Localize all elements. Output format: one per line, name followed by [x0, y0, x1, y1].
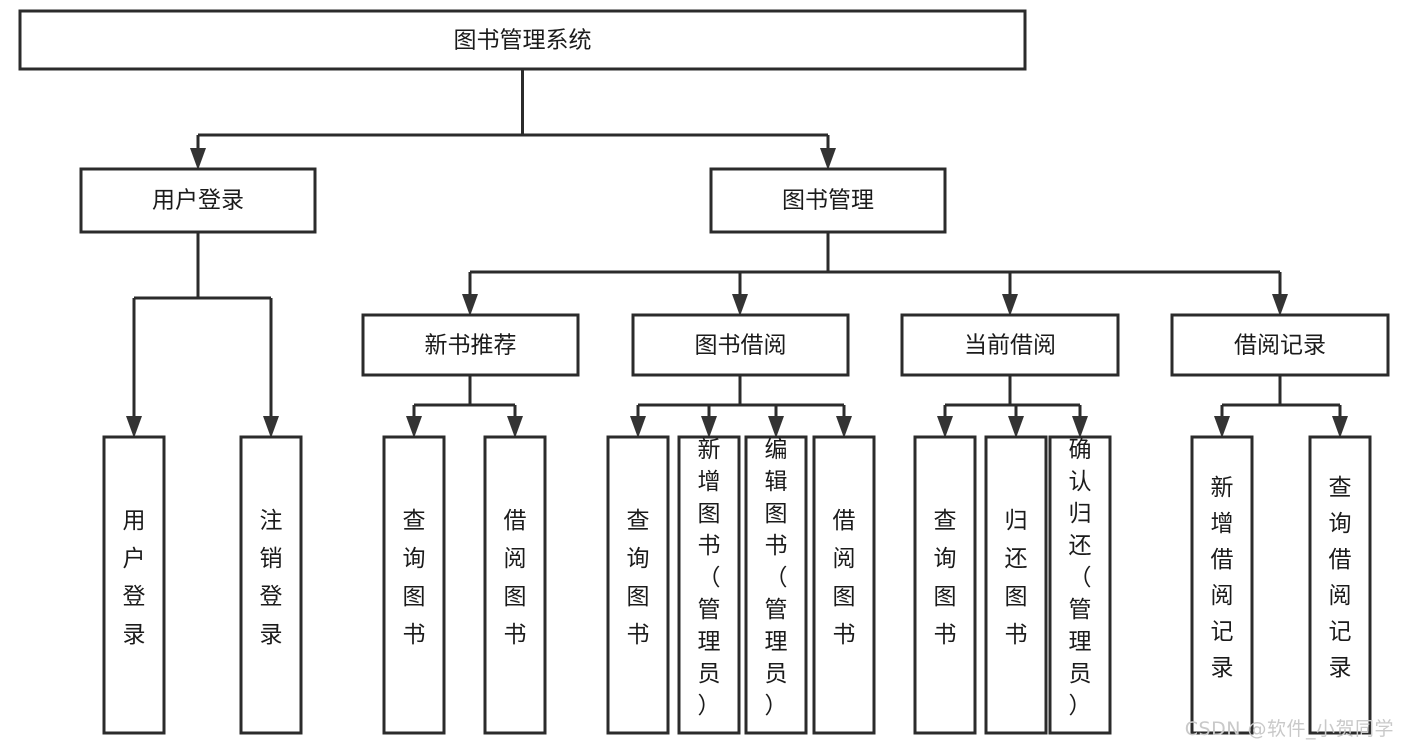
- arrow-down-icon: [1272, 294, 1288, 316]
- connector-newbook-trunk: [412, 375, 517, 420]
- leaf-node[interactable]: 借阅图书: [483, 435, 547, 735]
- leaf-node[interactable]: 注销登录: [239, 435, 303, 735]
- leaf-node-box[interactable]: [239, 435, 303, 735]
- connector-bookmgmt-trunk: [468, 232, 1282, 298]
- node-new-book-recommend-box[interactable]: [361, 313, 580, 377]
- leaf-node[interactable]: 查询图书: [913, 435, 977, 735]
- arrow-down-icon: [732, 294, 748, 316]
- arrow-down-icon: [836, 416, 852, 438]
- arrow-down-icon: [126, 416, 142, 438]
- leaf-node-label: 新增借阅记录: [1211, 475, 1234, 681]
- node-book-management-box[interactable]: [709, 167, 947, 234]
- node-book-management[interactable]: 图书管理: [709, 167, 947, 234]
- leaf-node-box[interactable]: [102, 435, 166, 735]
- connector-userlogin-trunk: [132, 232, 273, 420]
- node-user-login-box[interactable]: [79, 167, 317, 234]
- leaf-node-label: 查询图书: [627, 508, 650, 648]
- node-current-borrow-label: 当前借阅: [964, 333, 1056, 359]
- arrow-down-icon: [630, 416, 646, 438]
- leaf-node[interactable]: 确认归还（管理员）: [1048, 435, 1112, 735]
- arrow-down-icon: [768, 416, 784, 438]
- leaf-node-box[interactable]: [677, 435, 741, 735]
- leaf-node-box[interactable]: [606, 435, 670, 735]
- node-root-label: 图书管理系统: [454, 28, 592, 54]
- leaf-node-label: 查询图书: [403, 508, 426, 648]
- leaf-node-label: 借阅图书: [833, 508, 856, 648]
- leaf-node-label: 查询图书: [934, 508, 957, 648]
- leaf-node-label: 编辑图书（管理员）: [765, 437, 788, 719]
- arrow-down-icon: [820, 148, 836, 170]
- arrow-down-icon: [1332, 416, 1348, 438]
- leaf-node[interactable]: 新增图书（管理员）: [677, 435, 741, 735]
- node-book-borrow-box[interactable]: [631, 313, 850, 377]
- leaf-node-layer: 用户登录 注销登录 查询图书 借阅图书 查询图书 新增图书（管理员） 编辑图书（管理员） 借阅…: [102, 435, 1372, 735]
- leaf-node[interactable]: 查询图书: [382, 435, 446, 735]
- node-borrow-record[interactable]: 借阅记录: [1170, 313, 1390, 377]
- leaf-node[interactable]: 新增借阅记录: [1190, 435, 1254, 735]
- leaf-node-label: 注销登录: [260, 508, 283, 648]
- arrow-down-icon: [406, 416, 422, 438]
- node-current-borrow-box[interactable]: [900, 313, 1120, 377]
- node-borrow-record-box[interactable]: [1170, 313, 1390, 377]
- leaf-node-label: 查询借阅记录: [1329, 475, 1352, 681]
- leaf-node-box[interactable]: [984, 435, 1048, 735]
- arrow-down-icon: [1002, 294, 1018, 316]
- node-root[interactable]: 图书管理系统: [18, 9, 1027, 71]
- arrow-down-icon: [1008, 416, 1024, 438]
- leaf-node-box[interactable]: [1190, 435, 1254, 735]
- arrowhead-layer: [126, 148, 1348, 438]
- arrow-down-icon: [190, 148, 206, 170]
- arrow-down-icon: [462, 294, 478, 316]
- leaf-node-label: 确认归还（管理员）: [1069, 437, 1092, 719]
- leaf-node-box[interactable]: [382, 435, 446, 735]
- node-book-management-label: 图书管理: [782, 188, 874, 214]
- leaf-node[interactable]: 借阅图书: [812, 435, 876, 735]
- leaf-node[interactable]: 查询图书: [606, 435, 670, 735]
- node-book-borrow[interactable]: 图书借阅: [631, 313, 850, 377]
- leaf-node[interactable]: 归还图书: [984, 435, 1048, 735]
- arrow-down-icon: [263, 416, 279, 438]
- connector-layer: [132, 69, 1342, 420]
- csdn-watermark: CSDN @软件_小贺同学: [1184, 718, 1394, 740]
- connector-root-trunk: [196, 69, 830, 152]
- leaf-node-label: 归还图书: [1005, 508, 1028, 648]
- arrow-down-icon: [507, 416, 523, 438]
- leaf-node[interactable]: 查询借阅记录: [1308, 435, 1372, 735]
- leaf-node-label: 借阅图书: [504, 508, 527, 648]
- leaf-node-box[interactable]: [913, 435, 977, 735]
- node-book-borrow-label: 图书借阅: [695, 333, 787, 359]
- connector-current-trunk: [943, 375, 1082, 420]
- leaf-node-label: 用户登录: [123, 508, 146, 648]
- leaf-node[interactable]: 用户登录: [102, 435, 166, 735]
- leaf-node-box[interactable]: [744, 435, 808, 735]
- node-root-box[interactable]: [18, 9, 1027, 71]
- node-user-login-label: 用户登录: [152, 188, 244, 214]
- arrow-down-icon: [1072, 416, 1088, 438]
- arrow-down-icon: [701, 416, 717, 438]
- leaf-node-box[interactable]: [1048, 435, 1112, 735]
- connector-borrow-trunk: [636, 375, 846, 420]
- node-current-borrow[interactable]: 当前借阅: [900, 313, 1120, 377]
- leaf-node-box[interactable]: [483, 435, 547, 735]
- connector-record-trunk: [1220, 375, 1342, 420]
- arrow-down-icon: [937, 416, 953, 438]
- leaf-node-box[interactable]: [1308, 435, 1372, 735]
- node-user-login[interactable]: 用户登录: [79, 167, 317, 234]
- leaf-node-box[interactable]: [812, 435, 876, 735]
- leaf-node-label: 新增图书（管理员）: [698, 437, 721, 719]
- node-new-book-recommend-label: 新书推荐: [425, 333, 517, 359]
- arrow-down-icon: [1214, 416, 1230, 438]
- node-new-book-recommend[interactable]: 新书推荐: [361, 313, 580, 377]
- leaf-node[interactable]: 编辑图书（管理员）: [744, 435, 808, 735]
- node-borrow-record-label: 借阅记录: [1234, 333, 1326, 359]
